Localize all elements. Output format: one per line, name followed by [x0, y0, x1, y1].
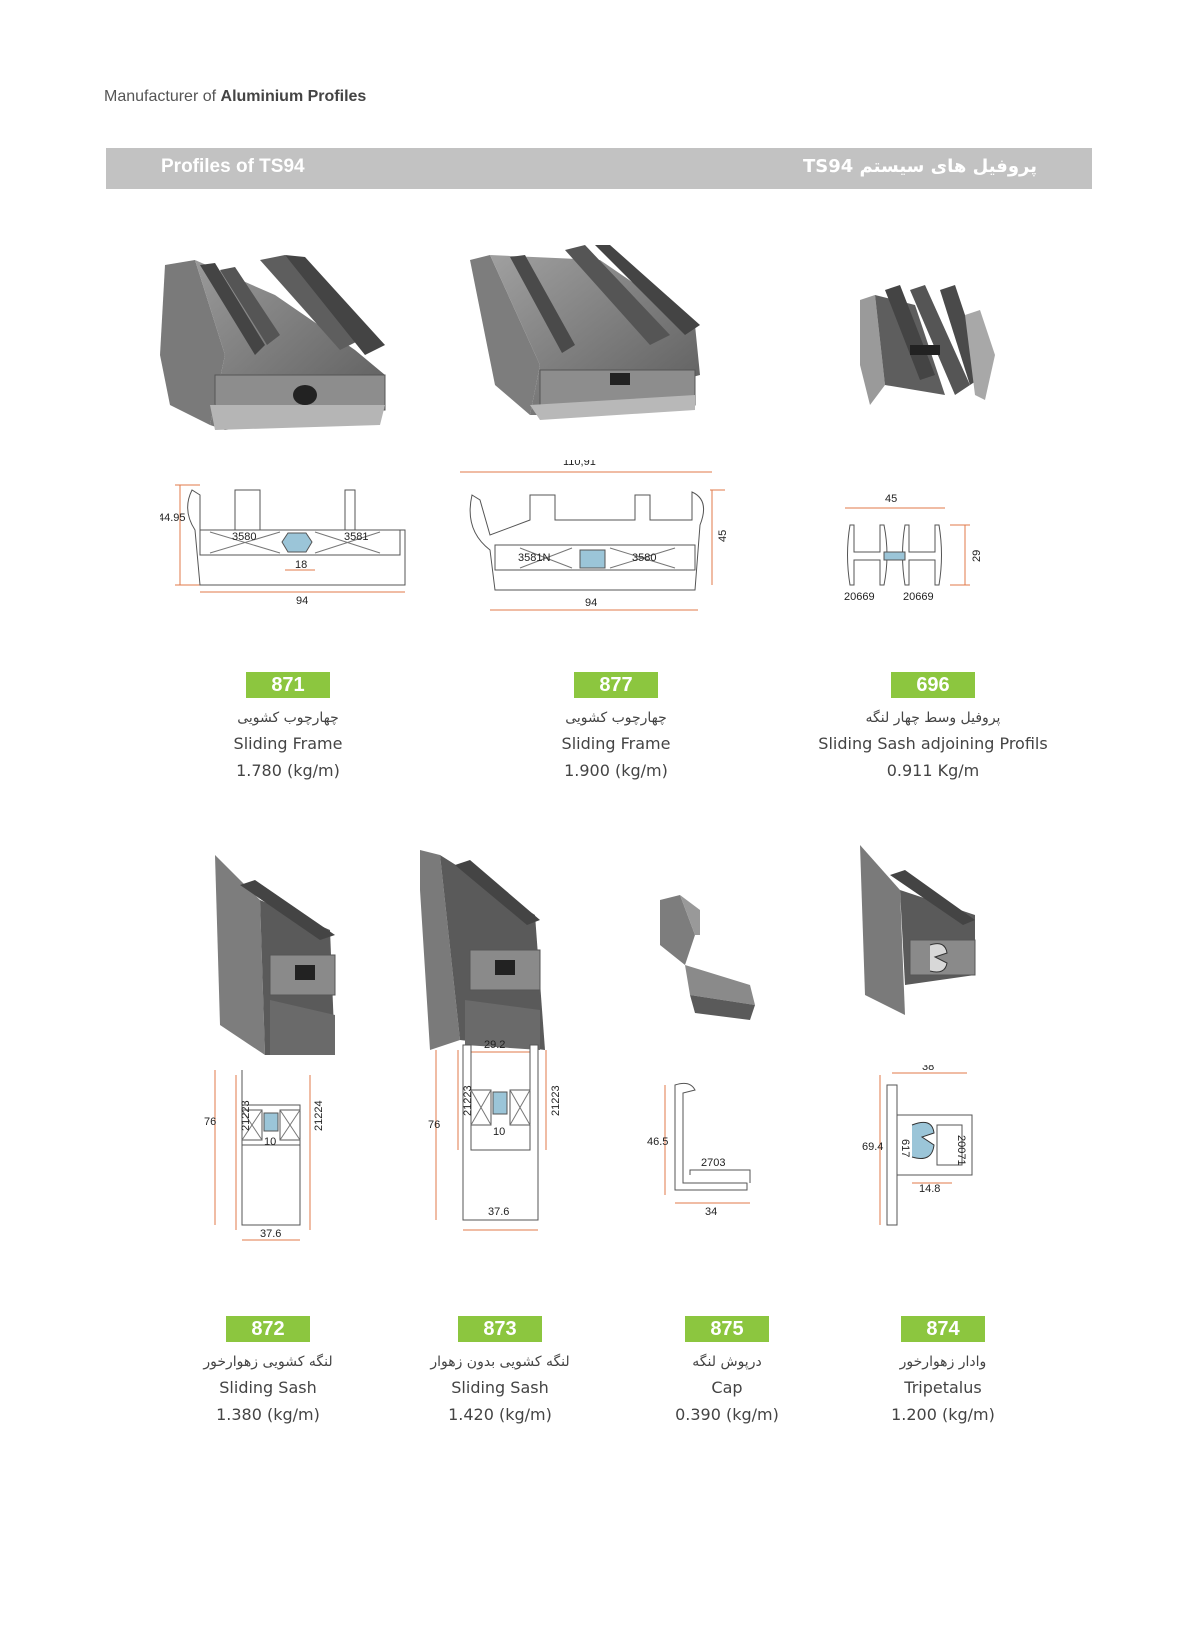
product-code-873: 873: [458, 1316, 542, 1342]
dim-874-4: 14.8: [919, 1183, 940, 1195]
weight-875: 0.390 (kg/m): [675, 1405, 779, 1424]
name-fa-871: چهارچوب کشویی: [237, 710, 339, 726]
dim-873-4: 10: [493, 1126, 505, 1138]
profile-873-drawing: 29.2 76 21223 21223 10 37.6: [428, 1040, 562, 1231]
dim-872-2: 21224: [313, 1100, 325, 1131]
banner-title-en: Profiles of TS94: [161, 156, 305, 177]
profile-875-drawing: 46.5 2703 34: [647, 1082, 751, 1215]
dim-696-3: 20669: [903, 591, 934, 603]
weight-696: 0.911 Kg/m: [886, 761, 980, 780]
product-code-875: 875: [685, 1316, 769, 1342]
product-code-872: 872: [226, 1316, 310, 1342]
dim-871-4: 94: [296, 595, 308, 607]
product-code-696: 696: [891, 672, 975, 698]
weight-871: 1.780 (kg/m): [236, 761, 340, 780]
dim-873-2: 21223: [462, 1085, 474, 1116]
dim-871-2: 3581: [344, 531, 368, 543]
dim-871-3: 18: [295, 559, 307, 571]
profile-873-render: [420, 850, 545, 1050]
product-code-871: 871: [246, 672, 330, 698]
name-fa-874: وادار زهوارخور: [899, 1354, 987, 1370]
dim-877-3: 3580: [632, 552, 656, 564]
caption-873: لنگه کشویی بدون زهوار Sliding Sash 1.420…: [360, 1350, 640, 1428]
profile-871-render: [160, 255, 386, 430]
profile-696-render: [860, 285, 995, 405]
name-en-875: Cap: [711, 1378, 743, 1397]
profile-871-drawing: 44.95 3580 3581 18 94: [160, 484, 406, 607]
dim-871-1: 3580: [232, 531, 256, 543]
profile-696-drawing: 45 29 20669 20669: [844, 493, 983, 603]
product-code-874: 874: [901, 1316, 985, 1342]
profile-874-render: [860, 845, 976, 1015]
caption-874: وادار زهوارخور Tripetalus 1.200 (kg/m): [803, 1350, 1083, 1428]
name-fa-872: لنگه کشویی زهوارخور: [203, 1354, 333, 1370]
caption-875: درپوش لنگه Cap 0.390 (kg/m): [587, 1350, 867, 1428]
dim-873-3: 21223: [550, 1085, 562, 1116]
profile-877-drawing: 110,91 45 3581N 3580 94: [460, 460, 729, 611]
dim-871-0: 44.95: [160, 512, 186, 524]
dim-875-0: 46.5: [647, 1136, 668, 1148]
dim-877-2: 3581N: [518, 552, 550, 564]
weight-873: 1.420 (kg/m): [448, 1405, 552, 1424]
name-en-871: Sliding Frame: [233, 734, 343, 753]
profile-874-drawing: 38 69.4 617 20071 14.8: [862, 1065, 973, 1226]
dim-873-0: 29.2: [484, 1040, 505, 1051]
caption-696: پروفیل وسط چهار لنگه Sliding Sash adjoin…: [793, 706, 1073, 784]
dim-872-0: 76: [204, 1116, 216, 1128]
dim-874-0: 38: [922, 1065, 934, 1073]
dim-872-4: 37.6: [260, 1228, 281, 1240]
profile-872-render: [215, 855, 336, 1055]
product-code-877: 877: [574, 672, 658, 698]
name-en-696: Sliding Sash adjoining Profils: [818, 734, 1048, 753]
dim-874-3: 20071: [955, 1135, 967, 1166]
name-en-872: Sliding Sash: [219, 1378, 317, 1397]
caption-871: چهارچوب کشویی Sliding Frame 1.780 (kg/m): [148, 706, 428, 784]
dim-696-0: 45: [885, 493, 897, 505]
name-en-874: Tripetalus: [904, 1378, 982, 1397]
dim-875-2: 34: [705, 1206, 717, 1215]
dim-873-1: 76: [428, 1119, 440, 1131]
dim-696-1: 29: [971, 550, 983, 562]
caption-872: لنگه کشویی زهوارخور Sliding Sash 1.380 (…: [128, 1350, 408, 1428]
weight-872: 1.380 (kg/m): [216, 1405, 320, 1424]
section-banner: Profiles of TS94 پروفیل های سیستم TS94: [106, 148, 1092, 189]
dim-874-1: 69.4: [862, 1141, 883, 1153]
name-fa-875: درپوش لنگه: [692, 1354, 762, 1370]
name-fa-877: چهارچوب کشویی: [565, 710, 667, 726]
dim-877-1: 45: [717, 530, 729, 542]
weight-877: 1.900 (kg/m): [564, 761, 668, 780]
dim-873-5: 37.6: [488, 1206, 509, 1218]
dim-874-2: 617: [899, 1139, 911, 1157]
caption-877: چهارچوب کشویی Sliding Frame 1.900 (kg/m): [476, 706, 756, 784]
dim-872-3: 10: [264, 1136, 276, 1148]
dim-877-4: 94: [585, 597, 597, 609]
weight-874: 1.200 (kg/m): [891, 1405, 995, 1424]
dim-875-1: 2703: [701, 1157, 725, 1169]
name-en-877: Sliding Frame: [561, 734, 671, 753]
name-en-873: Sliding Sash: [451, 1378, 549, 1397]
header-bold: Aluminium Profiles: [220, 88, 367, 105]
name-fa-696: پروفیل وسط چهار لنگه: [865, 710, 1001, 726]
page-header: Manufacturer of Aluminium Profiles: [104, 88, 366, 106]
profile-872-drawing: 76 21223 21224 10 37.6: [204, 1070, 325, 1241]
banner-title-fa: پروفیل های سیستم TS94: [802, 156, 1037, 177]
profile-877-render: [470, 245, 700, 420]
dim-872-1: 21223: [240, 1100, 252, 1131]
profile-875-render: [660, 895, 755, 1020]
dim-877-0: 110,91: [563, 460, 596, 468]
dim-696-2: 20669: [844, 591, 875, 603]
header-prefix: Manufacturer of: [104, 88, 217, 105]
name-fa-873: لنگه کشویی بدون زهوار: [430, 1354, 570, 1370]
